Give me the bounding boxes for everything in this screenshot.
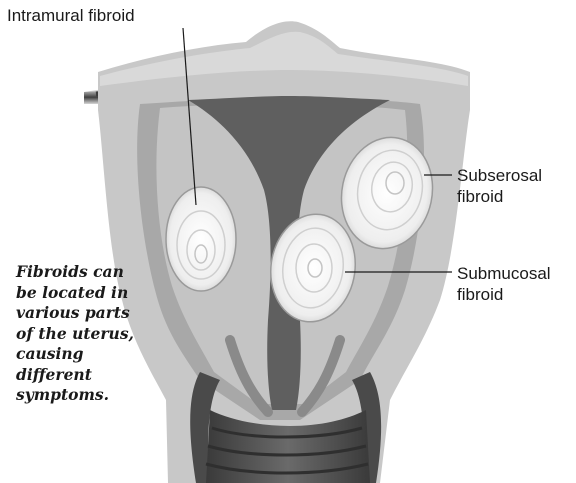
submucosal-label-line-1: Submucosal	[457, 263, 551, 284]
caption-line: different	[16, 365, 166, 386]
caption-line: of the uterus,	[16, 324, 166, 345]
caption: Fibroids can be located in various parts…	[16, 262, 166, 406]
subserosal-label-line-2: fibroid	[457, 186, 542, 207]
subserosal-fibroid-label: Subserosal fibroid	[457, 165, 542, 207]
caption-line: be located in	[16, 283, 166, 304]
subserosal-label-line-1: Subserosal	[457, 165, 542, 186]
caption-line: symptoms.	[16, 385, 166, 406]
submucosal-fibroid-label: Submucosal fibroid	[457, 263, 551, 305]
caption-line: various parts	[16, 303, 166, 324]
submucosal-label-line-2: fibroid	[457, 284, 551, 305]
intramural-fibroid-label: Intramural fibroid	[7, 5, 135, 26]
caption-line: Fibroids can	[16, 262, 166, 283]
intramural-label-text: Intramural fibroid	[7, 5, 135, 26]
intramural-fibroid	[166, 187, 236, 291]
caption-line: causing	[16, 344, 166, 365]
